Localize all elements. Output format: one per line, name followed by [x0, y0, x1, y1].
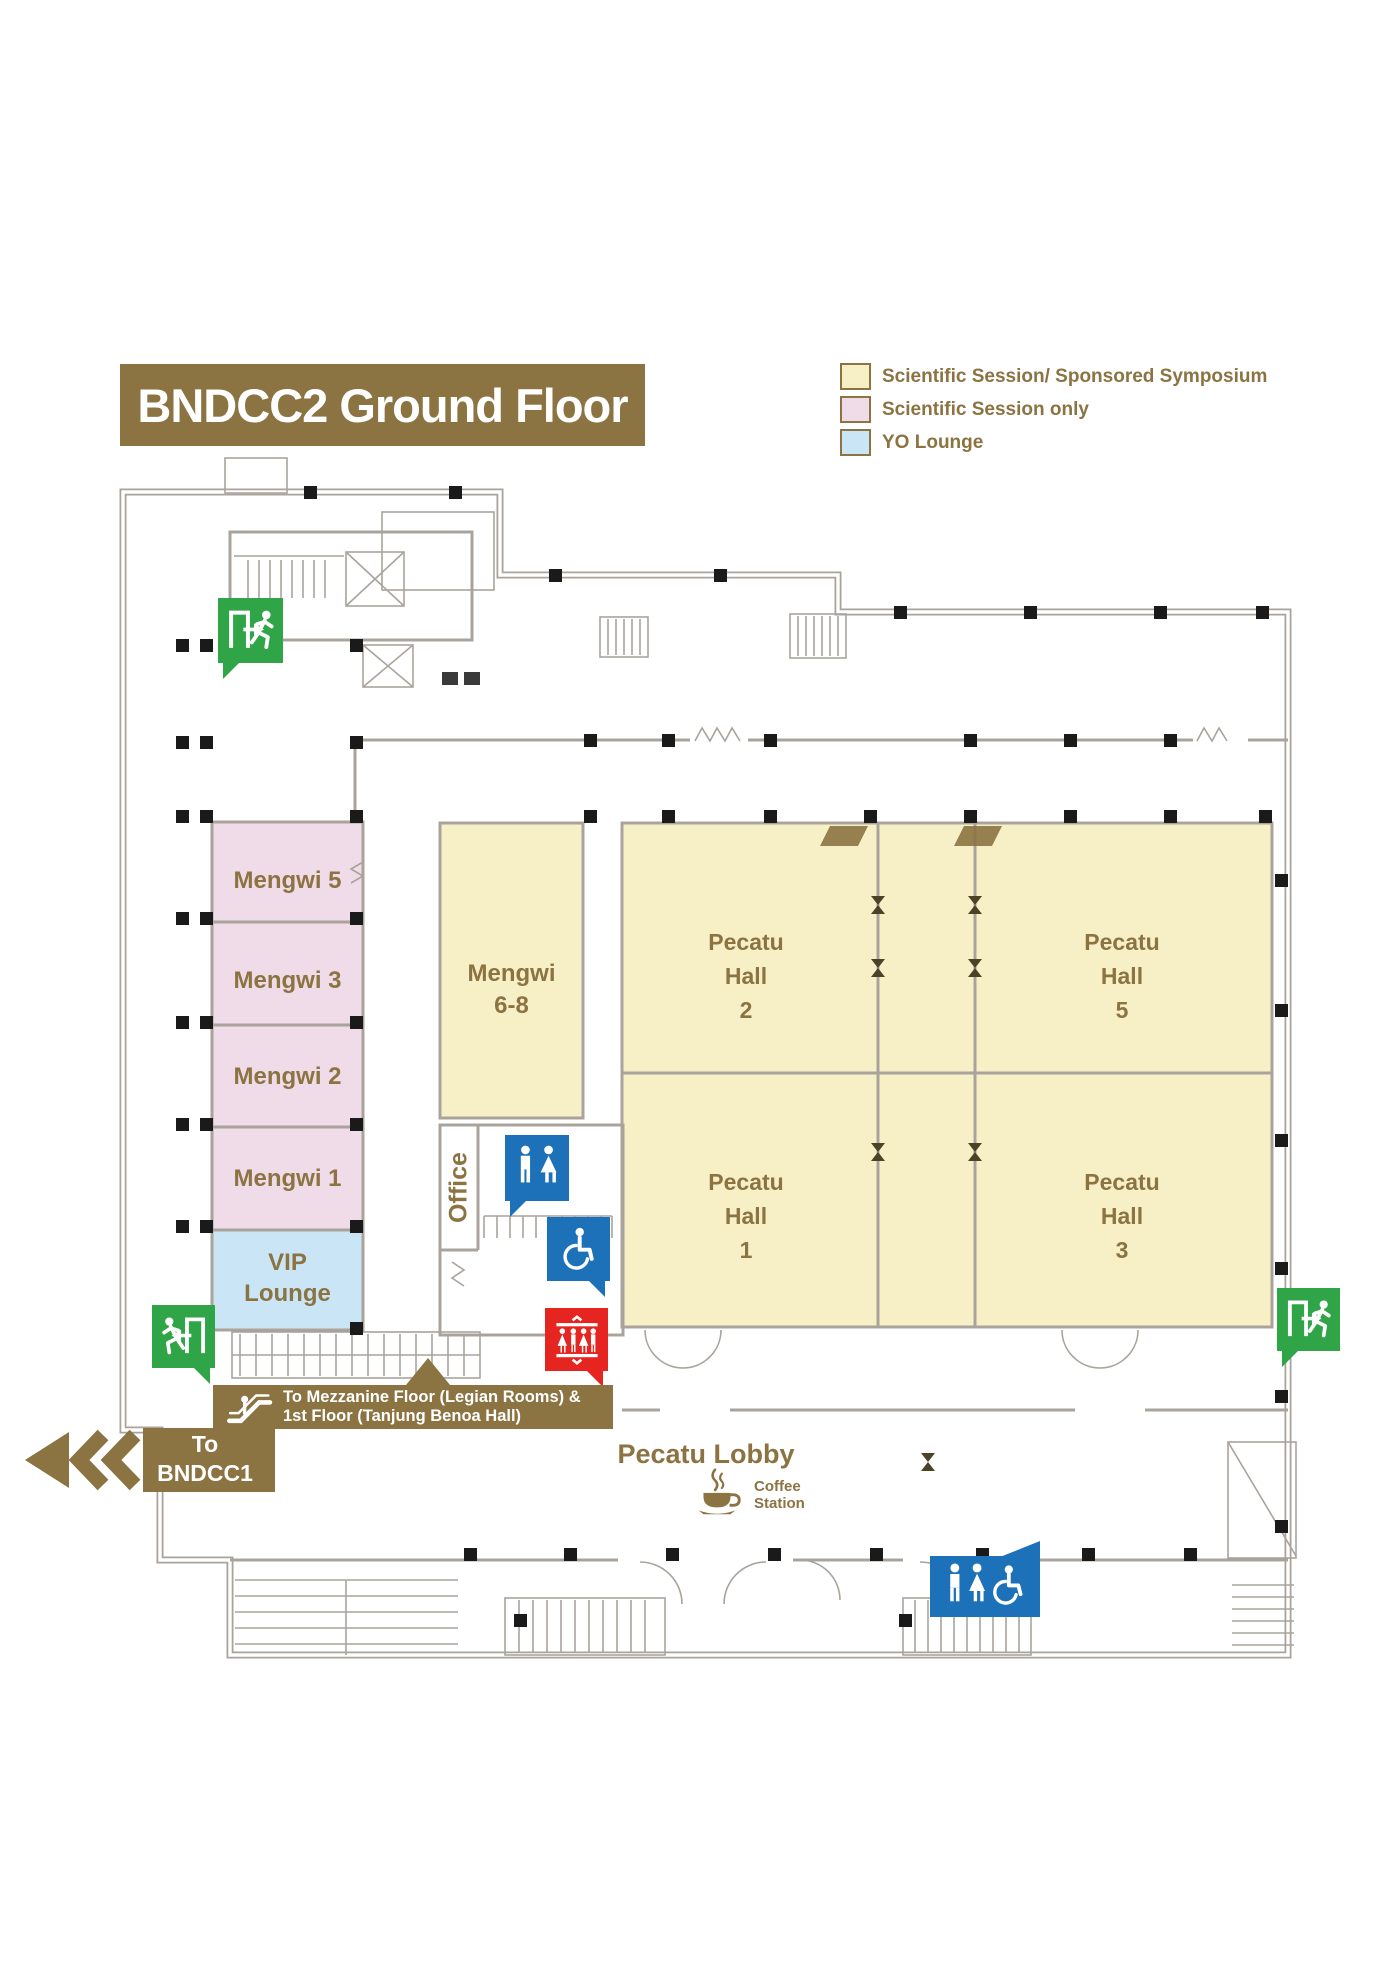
label-mengwi-3: Mengwi 3 [233, 967, 342, 994]
label-line: 3 [1115, 1237, 1129, 1264]
label-vip-lounge: VIP Lounge [212, 1247, 363, 1309]
coffee-station: Coffee Station [688, 1464, 805, 1518]
label-line: Pecatu [1084, 1169, 1160, 1195]
legend: Scientific Session/ Sponsored Symposium … [840, 360, 1267, 459]
label-line: 5 [1115, 997, 1129, 1024]
exit-icon [218, 598, 283, 679]
label-line: 1 [739, 1237, 753, 1264]
label-line: Hall [1100, 963, 1144, 990]
elevator-icon [545, 1308, 608, 1387]
escalator-icon [227, 1394, 273, 1424]
coffee-cup-icon [698, 1468, 741, 1515]
label-line: 6-8 [494, 992, 529, 1020]
legend-swatch-pink [840, 396, 871, 423]
label-pecatu-hall-1: Pecatu Hall 1 [666, 1165, 826, 1267]
sign-line: To Mezzanine Floor (Legian Rooms) & [283, 1387, 581, 1406]
label-mengwi-2: Mengwi 2 [233, 1063, 342, 1090]
sign-line: Station [754, 1495, 805, 1513]
toilets-accessible-icon [930, 1541, 1040, 1617]
emergency-exit-icon [1287, 1299, 1331, 1337]
legend-label: Scientific Session only [882, 398, 1089, 420]
accessible-icon [547, 1217, 610, 1297]
sign-line: Coffee [754, 1478, 801, 1495]
label-pecatu-hall-5: Pecatu Hall 5 [1042, 925, 1202, 1027]
mezzanine-sign: To Mezzanine Floor (Legian Rooms) & 1st … [213, 1358, 613, 1429]
men-women-icon [520, 1145, 557, 1183]
sign-line: 1st Floor (Tanjung Benoa Hall) [283, 1407, 522, 1425]
label-line: Lounge [244, 1280, 331, 1308]
page-title: BNDCC2 Ground Floor [137, 378, 628, 432]
men-women-wheelchair-icon [950, 1562, 1023, 1605]
emergency-exit-icon [161, 1316, 205, 1354]
label-line: VIP [268, 1249, 307, 1276]
legend-label: Scientific Session/ Sponsored Symposium [882, 365, 1268, 387]
label-line: Pecatu [1084, 929, 1160, 955]
label-office: Office [444, 1152, 473, 1223]
label-pecatu-hall-2: Pecatu Hall 2 [666, 925, 826, 1027]
to-bndcc1-label: To BNDCC1 [140, 1430, 270, 1488]
pointer-triangle [406, 1358, 450, 1385]
emergency-exit-icon [228, 610, 274, 649]
label-mengwi-6-8: Mengwi 6-8 [440, 958, 583, 1023]
legend-item-session-only: Scientific Session only [840, 393, 1267, 426]
label-mengwi-1: Mengwi 1 [233, 1165, 342, 1192]
elevator-people-icon [555, 1314, 598, 1365]
page-title-bar: BNDCC2 Ground Floor [120, 364, 645, 446]
label-line: Hall [724, 1203, 768, 1230]
label-line: Pecatu [708, 1169, 784, 1195]
exit-icon [152, 1305, 215, 1384]
legend-swatch-blue [840, 429, 871, 456]
wheelchair-icon [562, 1227, 594, 1270]
sign-line: To [191, 1431, 219, 1457]
sign-line: BNDCC1 [157, 1459, 253, 1486]
label-line: 2 [739, 997, 753, 1024]
label-pecatu-hall-3: Pecatu Hall 3 [1042, 1165, 1202, 1267]
legend-item-symposium: Scientific Session/ Sponsored Symposium [840, 360, 1267, 393]
mezzanine-sign-text: To Mezzanine Floor (Legian Rooms) & 1st … [283, 1388, 581, 1427]
legend-swatch-cream [840, 363, 871, 390]
label-line: Hall [724, 963, 768, 990]
label-line: Hall [1100, 1203, 1144, 1230]
legend-item-yo-lounge: YO Lounge [840, 426, 1267, 459]
coffee-station-label: Coffee Station [754, 1478, 805, 1513]
legend-label: YO Lounge [882, 431, 984, 453]
exit-icon [1277, 1288, 1340, 1367]
label-line: Mengwi [467, 960, 556, 987]
label-line: Pecatu [708, 929, 784, 955]
toilets-icon [505, 1135, 569, 1217]
label-mengwi-5: Mengwi 5 [233, 867, 342, 894]
